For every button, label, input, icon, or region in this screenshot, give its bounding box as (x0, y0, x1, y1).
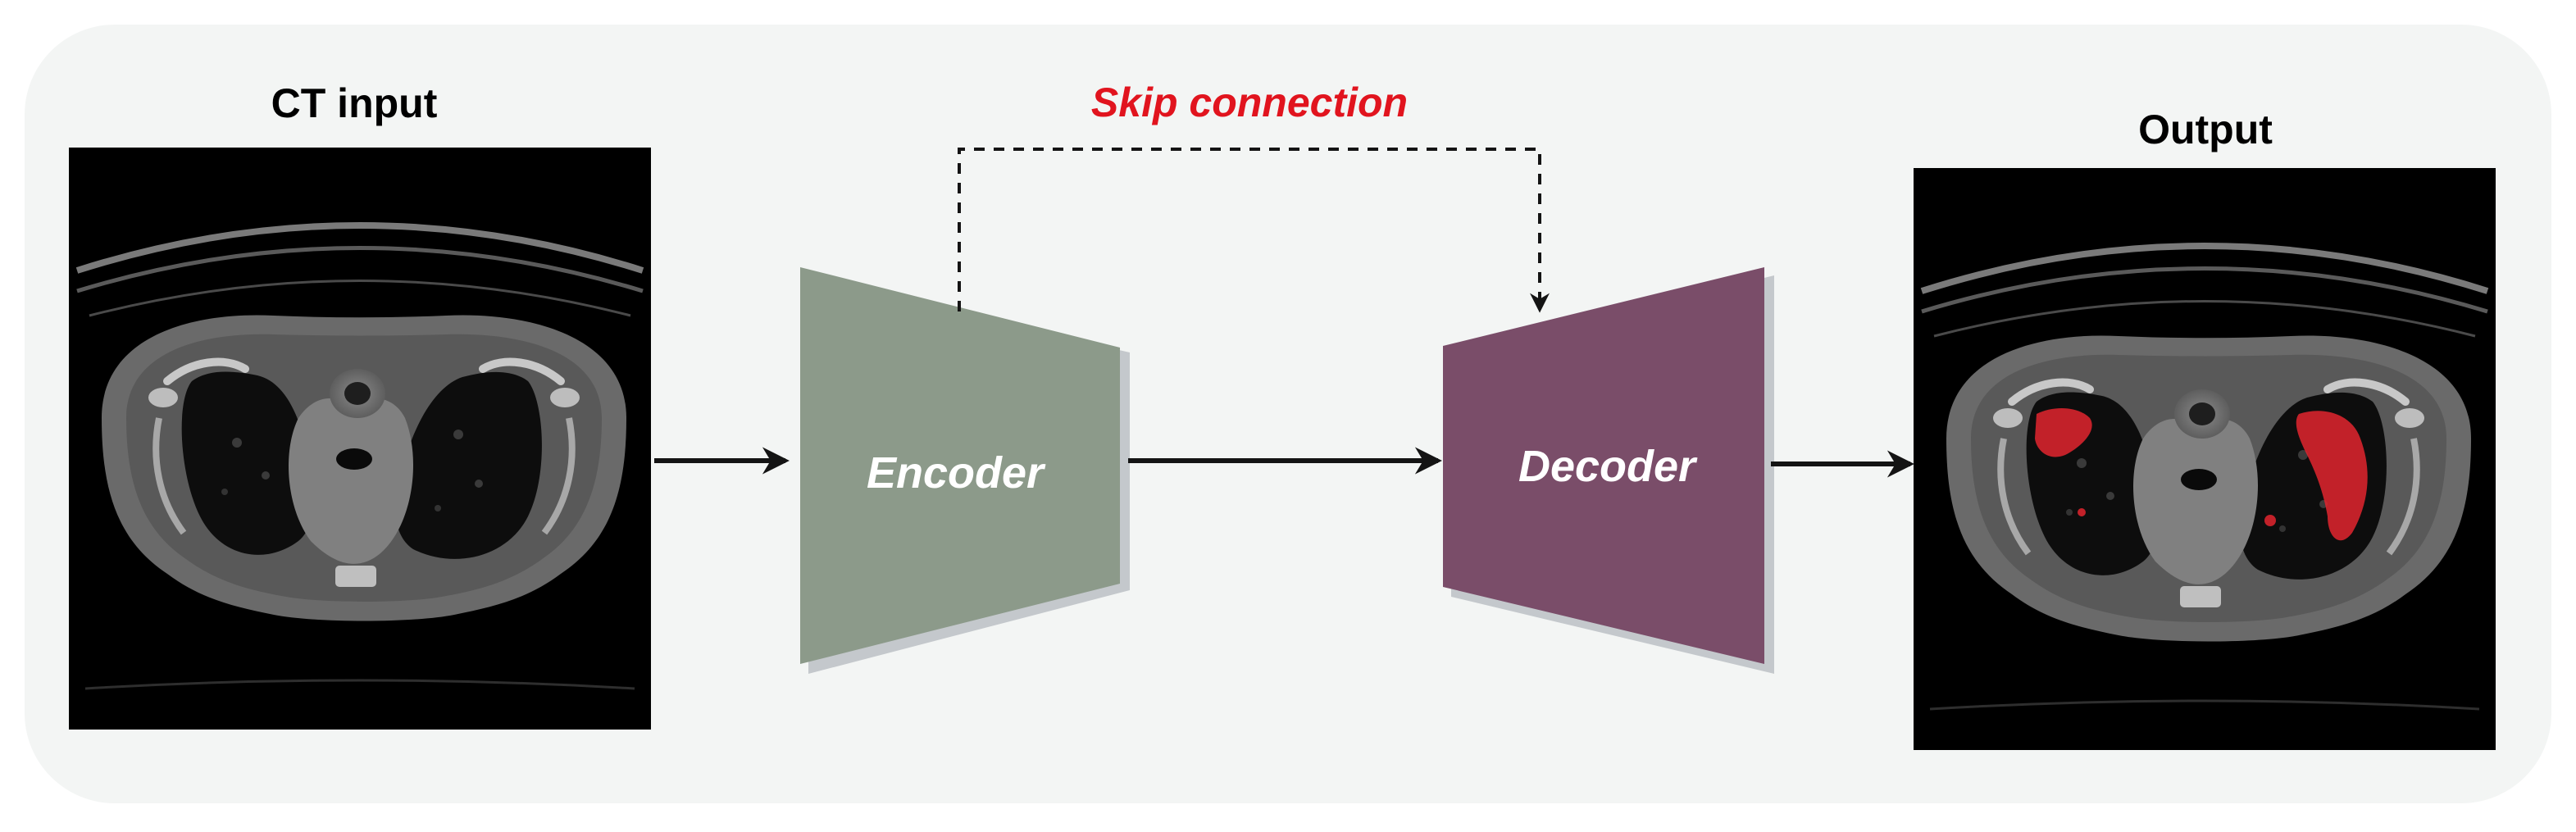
skip-connection-arrow (958, 148, 1550, 313)
skip-connection-label: Skip connection (1091, 80, 1408, 125)
decoder-label: Decoder (1518, 442, 1698, 491)
output-title: Output (2138, 107, 2273, 152)
encoder-block (800, 267, 1120, 664)
decoder-block (1443, 267, 1764, 664)
input-title: CT input (271, 80, 438, 126)
lesion-overlay-small (2078, 508, 2086, 516)
lesion-overlay-small (2264, 515, 2276, 526)
ct-output-image (1914, 168, 2496, 750)
lesion-overlay-left (2035, 408, 2092, 457)
encoder-label: Encoder (867, 448, 1046, 498)
lesion-overlay-right (2296, 411, 2368, 541)
ct-input-image (69, 148, 651, 730)
